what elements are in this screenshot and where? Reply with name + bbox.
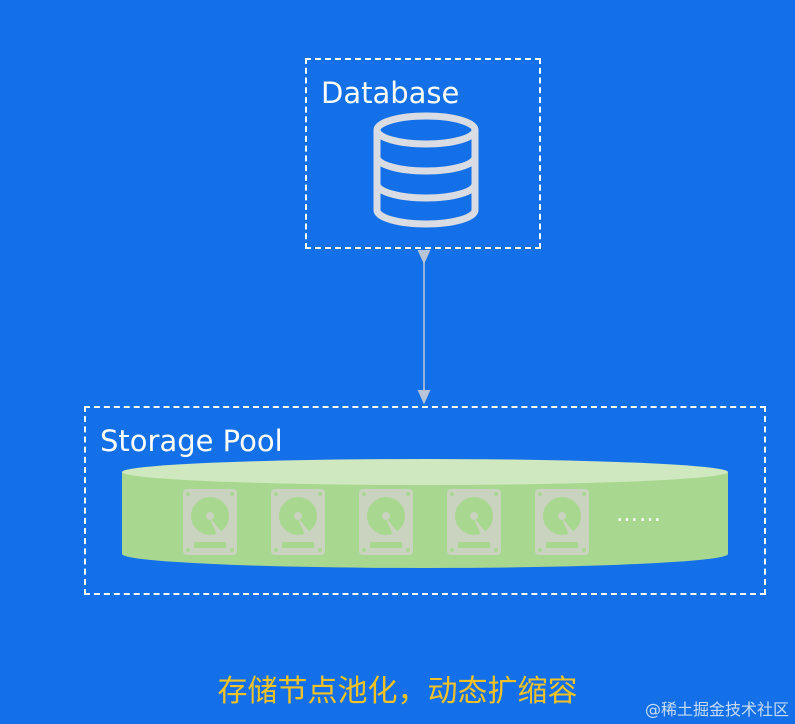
more-drives-ellipsis: …… bbox=[616, 502, 662, 527]
hard-drive-icon bbox=[535, 489, 589, 555]
watermark: @稀土掘金技术社区 bbox=[644, 700, 789, 719]
hard-drive-icon bbox=[447, 489, 501, 555]
database-icon bbox=[373, 112, 479, 228]
hard-drive-icon bbox=[271, 489, 325, 555]
storage-pool-box: Storage Pool bbox=[84, 406, 766, 595]
hard-drive-icon bbox=[359, 489, 413, 555]
hard-drive-icon bbox=[183, 489, 237, 555]
storage-pool-label: Storage Pool bbox=[100, 424, 283, 458]
caption: 存储节点池化，动态扩缩容 bbox=[217, 674, 578, 709]
database-box: Database bbox=[305, 58, 541, 249]
database-label: Database bbox=[321, 76, 460, 110]
